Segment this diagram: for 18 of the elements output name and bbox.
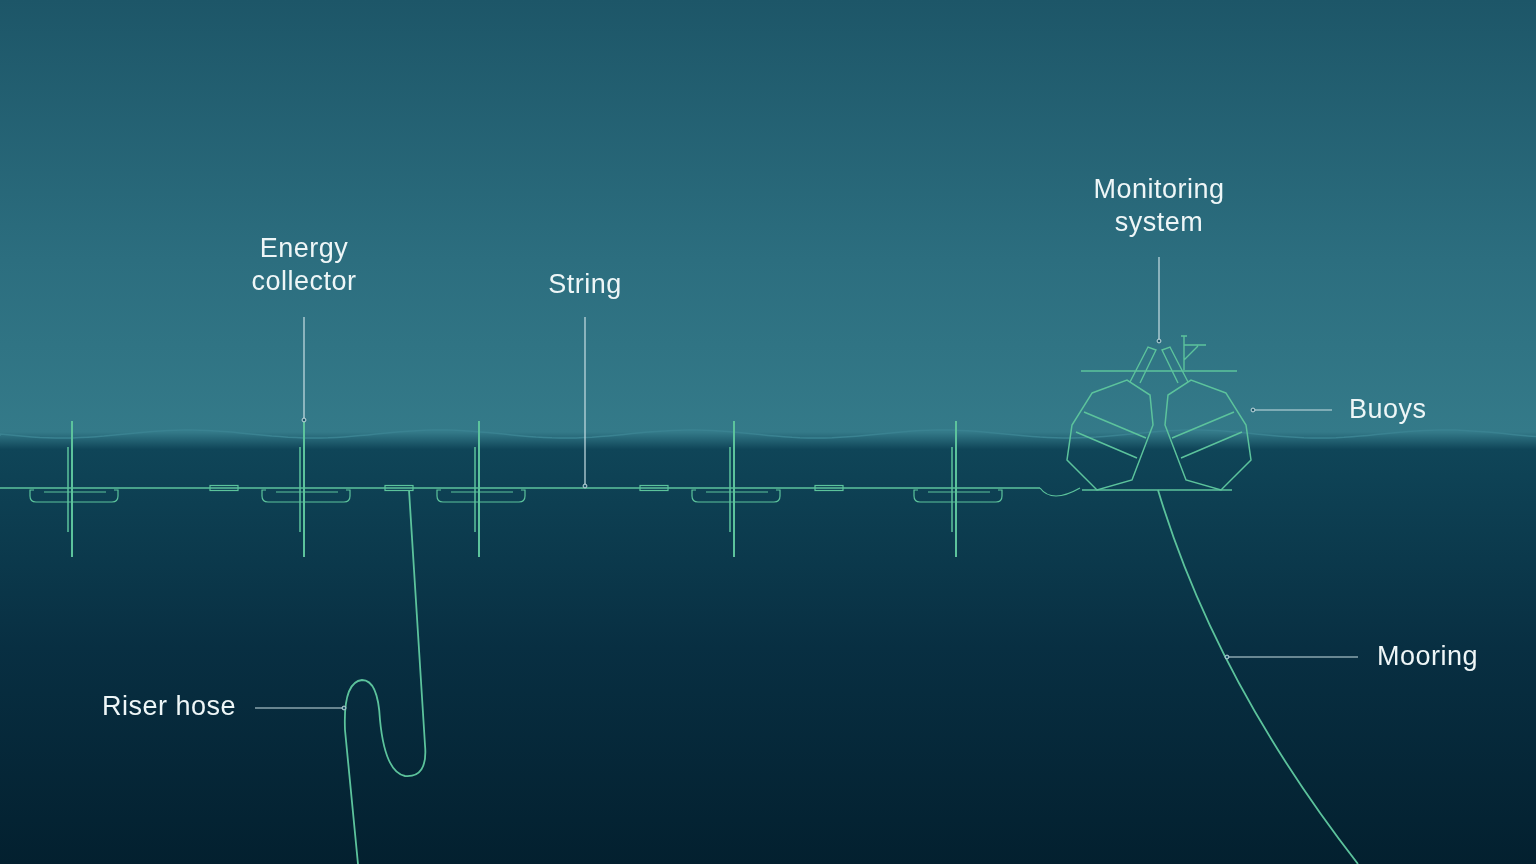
leader-line: [1250, 407, 1333, 413]
leader-line: [1156, 256, 1162, 344]
energy-collector-drawing: [261, 420, 351, 558]
leader-line: [254, 705, 347, 711]
callout-label: Energy collector: [250, 232, 358, 298]
callout-label: Mooring: [1377, 640, 1480, 673]
riser-hose-line: [343, 489, 427, 864]
string-line-drawing: [0, 484, 1081, 497]
callout-label: Riser hose: [100, 690, 236, 723]
callout-label: Monitoring system: [1092, 173, 1226, 239]
leader-line: [301, 316, 307, 423]
buoys-drawing: [1066, 379, 1252, 491]
leader-line: [1224, 654, 1359, 660]
monitoring-system-drawing: [1080, 335, 1238, 384]
callout-label: String: [547, 268, 623, 301]
leader-line: [582, 316, 588, 489]
callout-label: Buoys: [1349, 393, 1428, 426]
mooring-line: [1157, 489, 1359, 864]
